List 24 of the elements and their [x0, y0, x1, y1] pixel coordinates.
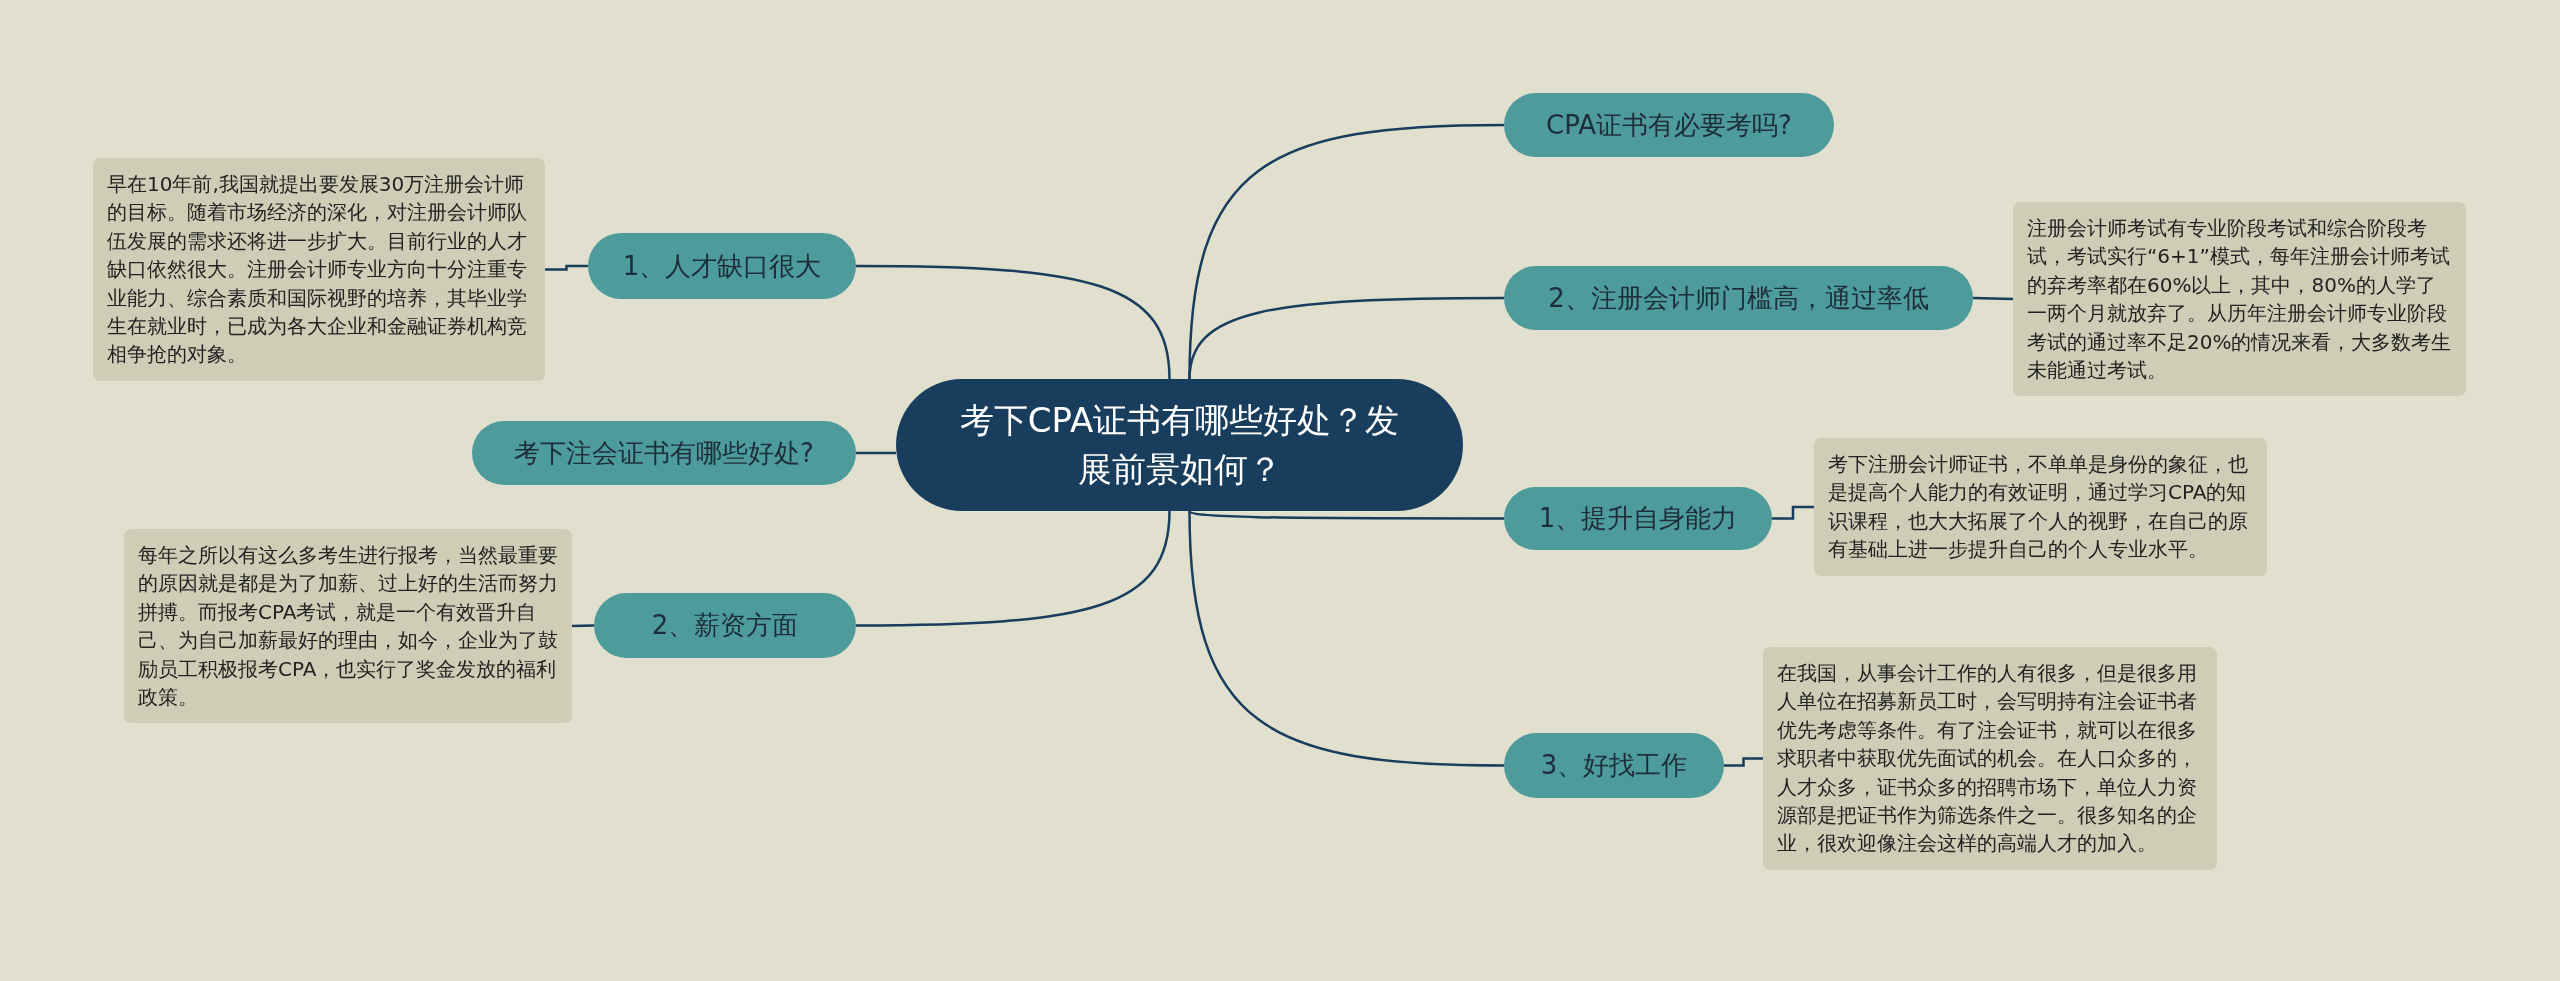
connector-line	[1724, 757, 1763, 767]
connector-line	[856, 264, 1171, 380]
connector-line	[1772, 505, 1814, 520]
branch-topic: CPA证书有必要考吗?	[1504, 93, 1834, 157]
branch-topic: 3、好找工作	[1504, 733, 1724, 798]
note-card: 注册会计师考试有专业阶段考试和综合阶段考试，考试实行“6+1”模式，每年注册会计师考试的弃考率都在60%以上，其中，80%的人学了一两个月就放弃了。从历年注册会计师专业阶段考试的通过率不足20%的情况来看，大多数考生未能通过考试。	[2013, 202, 2466, 397]
connector-line	[856, 451, 896, 455]
connector-line	[571, 624, 595, 628]
branch-topic: 1、人才缺口很大	[588, 233, 856, 299]
connector-line	[1188, 509, 1504, 520]
connector-line	[1188, 296, 1504, 380]
branch-topic: 考下注会证书有哪些好处?	[472, 421, 856, 485]
note-card: 考下注册会计师证书，不单单是身份的象征，也是提高个人能力的有效证明，通过学习CPA的知识课程，也大大拓展了个人的视野，在自己的原有基础上进一步提升自己的个人专业水平。	[1814, 438, 2267, 576]
central-topic: 考下CPA证书有哪些好处？发展前景如何？	[896, 379, 1463, 511]
note-card: 每年之所以有这么多考生进行报考，当然最重要的原因就是都是为了加薪、过上好的生活而努力拼搏。而报考CPA考试，就是一个有效晋升自己、为自己加薪最好的理由，如今，企业为了鼓励员工积极报考CPA，也实行了奖金发放的福利政策。	[124, 529, 572, 724]
branch-topic: 2、注册会计师门槛高，通过率低	[1504, 266, 1973, 330]
connector-line	[1972, 296, 2014, 301]
branch-topic: 1、提升自身能力	[1504, 487, 1772, 550]
connector-line	[856, 510, 1171, 627]
connector-line	[545, 264, 588, 271]
branch-topic: 2、薪资方面	[594, 593, 856, 658]
note-card: 早在10年前,我国就提出要发展30万注册会计师的目标。随着市场经济的深化，对注册会计师队伍发展的需求还将进一步扩大。目前行业的人才缺口依然很大。注册会计师专业方向十分注重专业能力、综合素质和国际视野的培养，其毕业学生在就业时，已成为各大企业和金融证券机构竞相争抢的对象。	[93, 158, 545, 381]
connector-line	[1188, 510, 1504, 767]
note-card: 在我国，从事会计工作的人有很多，但是很多用人单位在招募新员工时，会写明持有注会证书者优先考虑等条件。有了注会证书，就可以在很多求职者中获取优先面试的机会。在人口众多的，人才众多，证书众多的招聘市场下，单位人力资源部是把证书作为筛选条件之一。很多知名的企业，很欢迎像注会这样的高端人才的加入。	[1763, 647, 2217, 870]
